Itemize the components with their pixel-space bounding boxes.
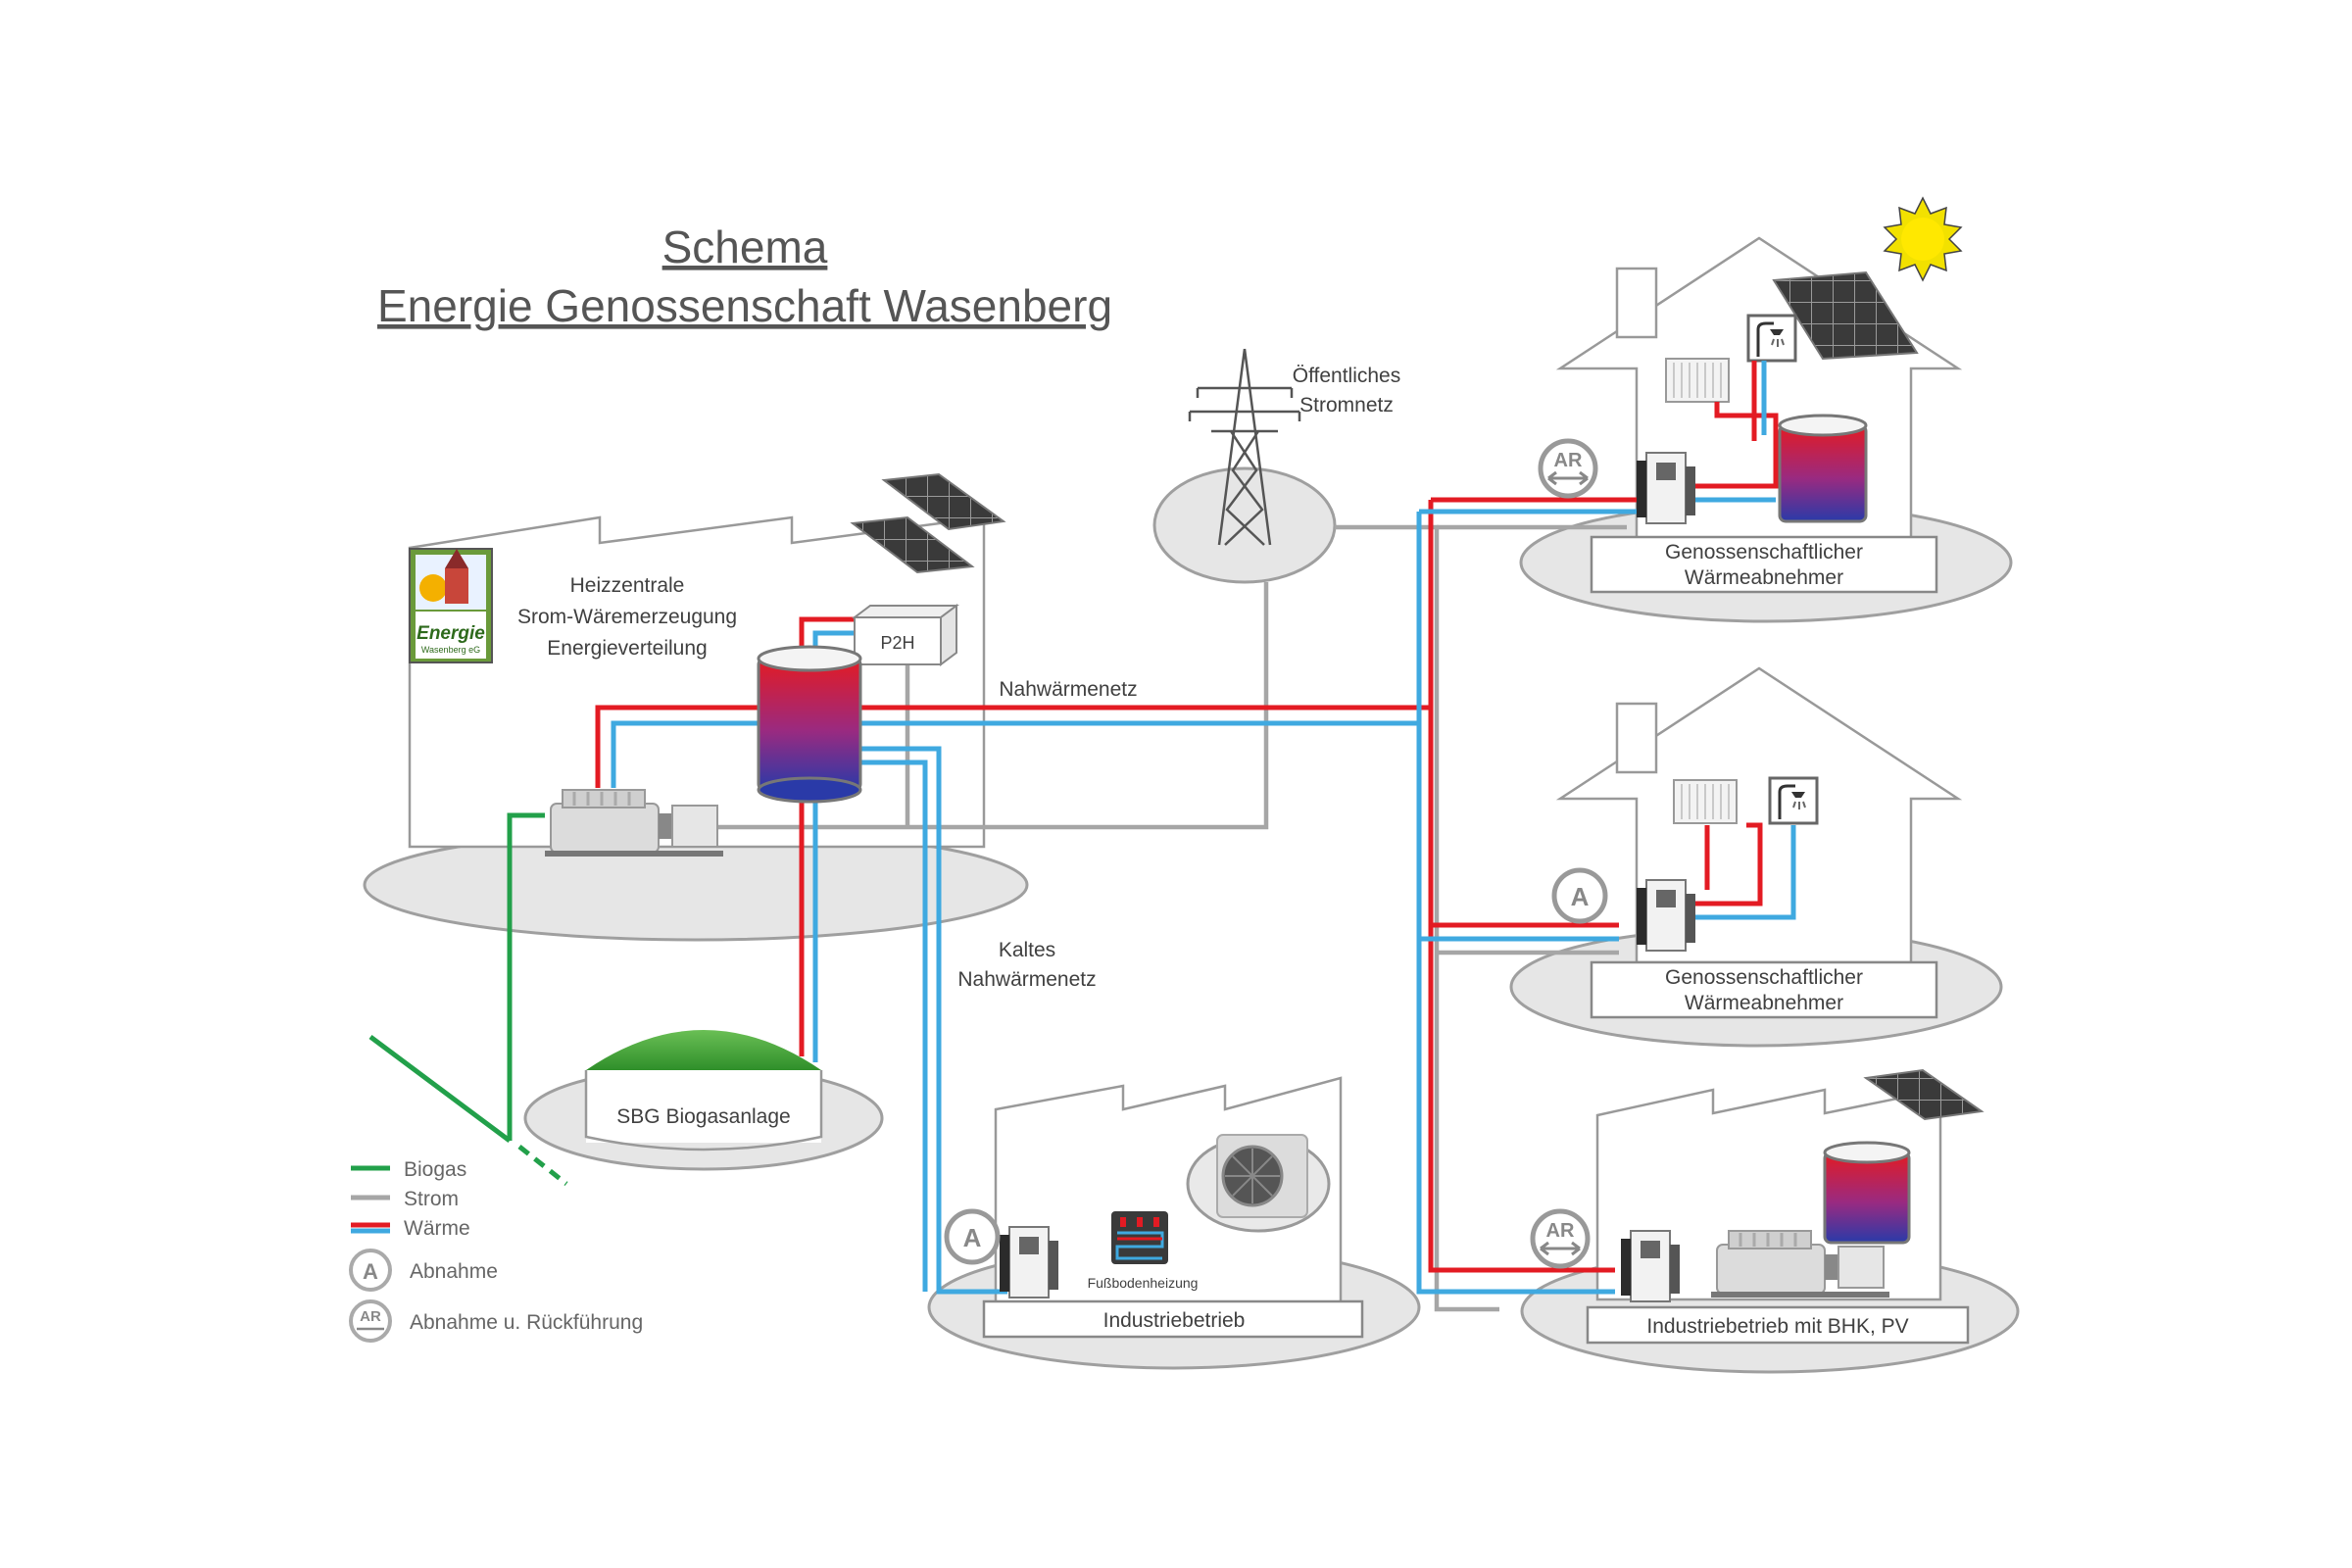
radiator-icon xyxy=(1665,358,1730,403)
house1-label-1: Genossenschaftlicher xyxy=(1665,541,1863,564)
legend-biogas-label: Biogas xyxy=(404,1158,466,1181)
floor-heating-icon xyxy=(1111,1211,1168,1264)
p2h-box: P2H xyxy=(852,604,959,666)
house2-label-2: Wärmeabnehmer xyxy=(1685,992,1843,1014)
legend-a-label: Abnahme xyxy=(410,1260,498,1283)
central-label-3: Energieverteilung xyxy=(547,637,707,660)
biogas-plant: SBG Biogasanlage xyxy=(584,1030,823,1152)
industry2-heat-pump xyxy=(1620,1230,1681,1302)
power-lines xyxy=(708,524,1627,1312)
svg-text:A: A xyxy=(1571,882,1590,911)
house2-label-box: Genossenschaftlicher Wärmeabnehmer xyxy=(1590,960,1938,1019)
a-badge-icon: A xyxy=(944,1208,1001,1265)
fan-unit-icon xyxy=(1186,1134,1331,1233)
solar-panel-icon xyxy=(881,472,1006,531)
logo-word: Energie xyxy=(416,623,485,644)
house1-label-box: Genossenschaftlicher Wärmeabnehmer xyxy=(1590,535,1938,594)
ar-badge-icon: AR xyxy=(1538,438,1598,499)
storage-tank-icon xyxy=(1823,1141,1911,1245)
svg-text:AR: AR xyxy=(1554,450,1583,471)
floor-heating-label: Fußbodenheizung xyxy=(1088,1275,1199,1291)
cold-network-label-1: Kaltes xyxy=(999,939,1055,961)
industry2-label-box: Industriebetrieb mit BHK, PV xyxy=(1586,1305,1970,1345)
svg-text:A: A xyxy=(963,1223,982,1252)
radiator-icon xyxy=(1673,779,1738,824)
solar-panel-icon xyxy=(850,515,975,574)
central-building xyxy=(408,515,986,849)
grid-label-2: Stromnetz xyxy=(1299,394,1394,416)
biogas-plant-label: SBG Biogasanlage xyxy=(616,1105,790,1128)
logo-icon: Energie Wasenberg eG xyxy=(409,548,493,663)
legend-heat-label: Wärme xyxy=(404,1217,470,1240)
industry1-label: Industriebetrieb xyxy=(1103,1309,1246,1332)
sun-icon xyxy=(1883,196,1963,282)
legend-ar-badge-icon: AR xyxy=(349,1299,392,1343)
legend-ar-label: Abnahme u. Rückführung xyxy=(410,1311,643,1334)
title-line-1: Schema xyxy=(662,221,828,272)
legend-power-label: Strom xyxy=(404,1188,459,1210)
cold-network-label-2: Nahwärmenetz xyxy=(957,968,1096,991)
industry1-label-box: Industriebetrieb xyxy=(982,1299,1364,1339)
ar-badge-icon: AR xyxy=(1530,1208,1591,1269)
warm-network-label: Nahwärmenetz xyxy=(999,678,1137,701)
solar-panel-icon xyxy=(1863,1068,1984,1121)
logo-sub: Wasenberg eG xyxy=(421,645,480,655)
storage-tank-icon xyxy=(1778,414,1868,523)
svg-text:A: A xyxy=(363,1259,378,1284)
heat-lines-cold xyxy=(611,509,1642,1295)
industry1-heat-pump xyxy=(999,1226,1059,1298)
svg-text:AR: AR xyxy=(1546,1220,1575,1242)
house1-label-2: Wärmeabnehmer xyxy=(1685,566,1843,589)
storage-tank-icon xyxy=(757,645,862,804)
central-label-1: Heizzentrale xyxy=(570,574,685,597)
shower-icon xyxy=(1768,776,1819,825)
solar-panel-icon xyxy=(1772,270,1919,361)
title-line-2: Energie Genossenschaft Wasenberg xyxy=(377,280,1112,331)
svg-text:AR: AR xyxy=(360,1308,381,1325)
legend: Biogas Strom Wärme A Abnahme AR Abnahme … xyxy=(349,1158,643,1343)
central-label-2: Srom-Wäremerzeugung xyxy=(517,606,737,628)
pylon-icon xyxy=(1188,348,1301,546)
house1-heat-pump xyxy=(1636,452,1696,524)
a-badge-icon: A xyxy=(1551,867,1608,924)
house2-heat-pump xyxy=(1636,879,1696,952)
p2h-label: P2H xyxy=(880,633,914,653)
industry2-label: Industriebetrieb mit BHK, PV xyxy=(1646,1315,1908,1338)
legend-a-badge-icon: A xyxy=(349,1249,392,1292)
house2-pipes xyxy=(1695,822,1796,920)
heat-lines-warm xyxy=(595,497,1642,1273)
shower-icon xyxy=(1746,314,1797,363)
biogas-lines xyxy=(368,812,568,1186)
grid-label-1: Öffentliches xyxy=(1293,365,1401,387)
house2-label-1: Genossenschaftlicher xyxy=(1665,966,1863,989)
house1-pipes xyxy=(1695,361,1779,503)
